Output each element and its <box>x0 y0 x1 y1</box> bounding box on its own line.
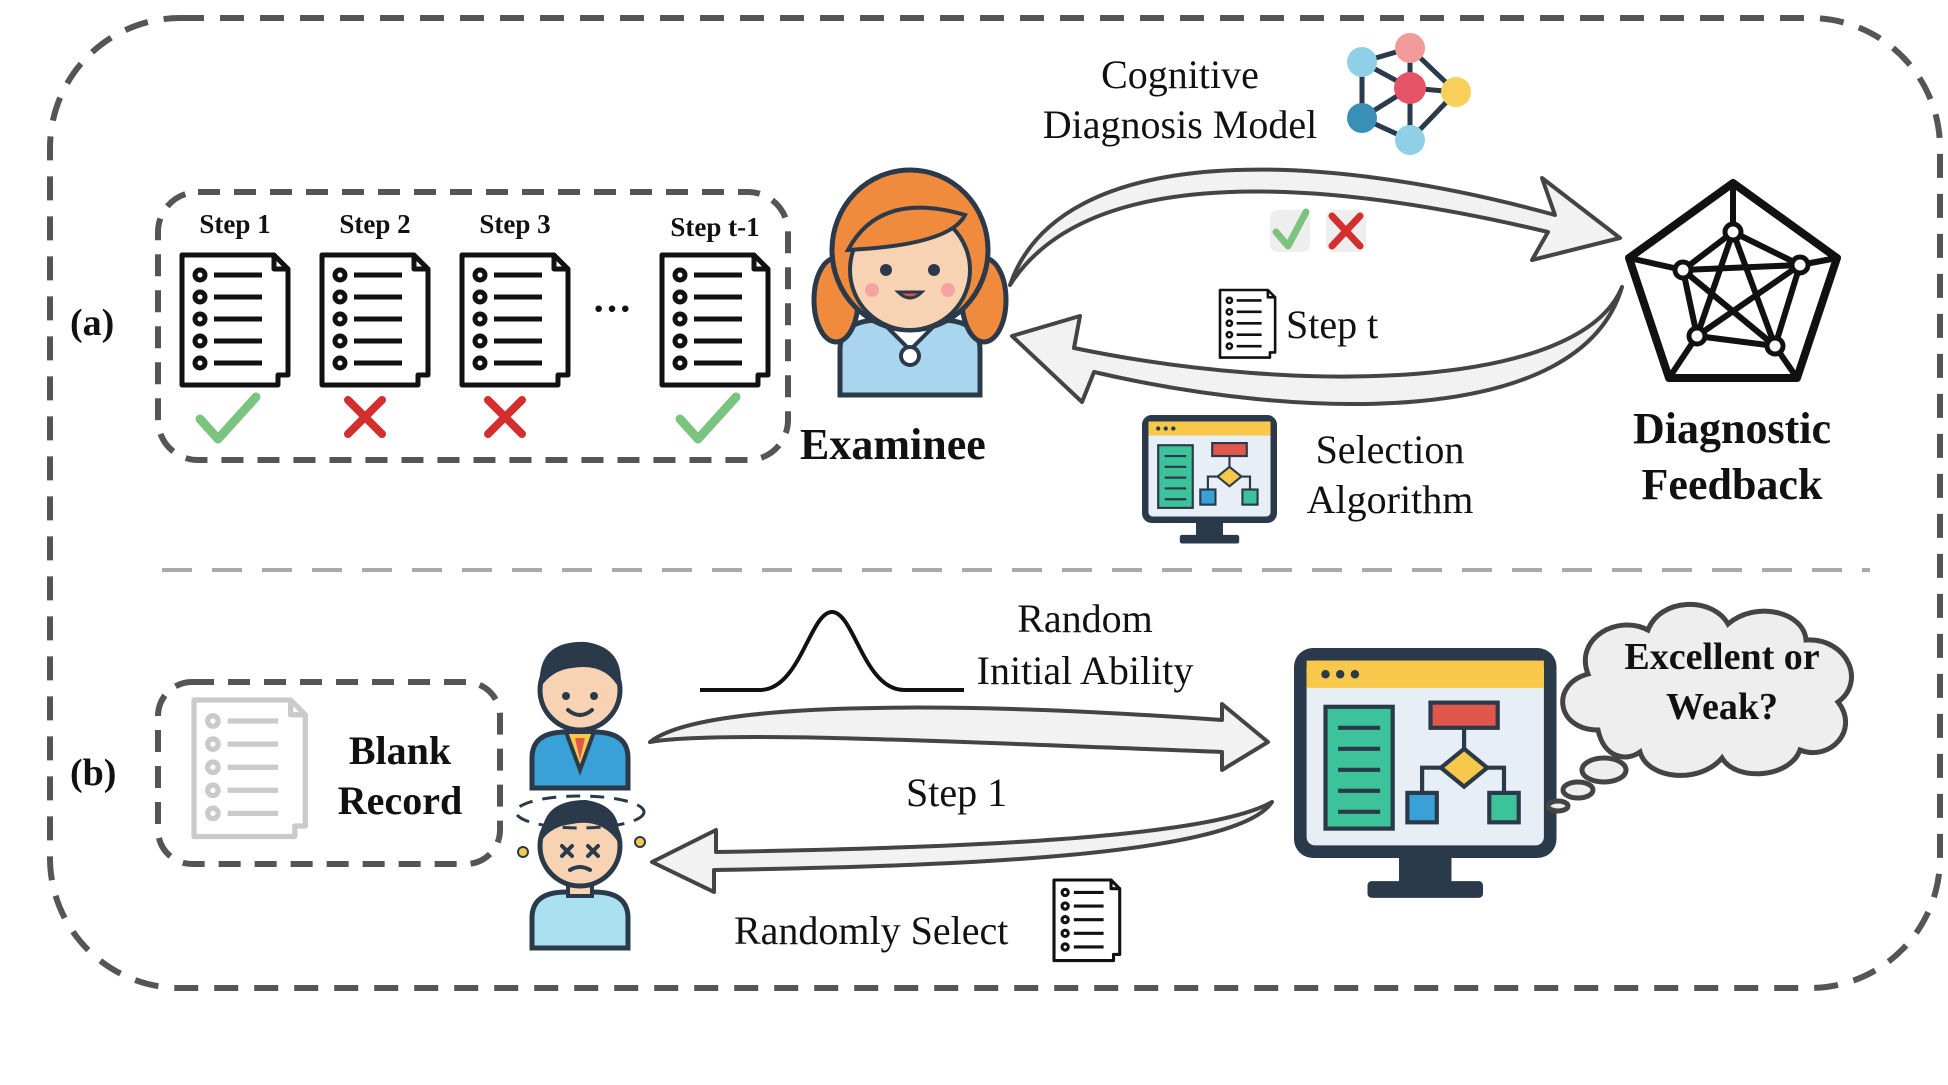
arrow-to-examinee <box>1010 285 1624 406</box>
adaptive-testing-system-icon <box>1294 648 1557 898</box>
model-label-line1: Cognitive <box>1101 52 1259 97</box>
algorithm-label-line2: Algorithm <box>1306 477 1474 522</box>
ability-label-line1: Random <box>1017 596 1153 641</box>
blank-record-box <box>155 679 503 867</box>
step-3-document-icon <box>462 255 568 385</box>
panel-a-label: (a) <box>70 302 115 344</box>
step-t-1-check-icon <box>680 397 736 439</box>
step-t-document-icon <box>1218 288 1277 359</box>
step-t-label: Step t <box>1286 302 1379 347</box>
examinee-label: Examinee <box>800 420 986 469</box>
mini-cross-icon <box>1328 212 1364 250</box>
arrow-to-feedback <box>1008 167 1622 287</box>
randomly-select-label: Randomly Select <box>734 908 1009 953</box>
step-1-arrow-label: Step 1 <box>906 770 1008 815</box>
confident-student-icon <box>529 641 631 791</box>
step-2-cross-icon <box>348 400 382 434</box>
arrow-to-system <box>648 702 1270 772</box>
feedback-label-line1: Diagnostic <box>1633 404 1831 453</box>
algorithm-label-line1: Selection <box>1315 427 1465 472</box>
ability-label-line2: Initial Ability <box>976 648 1194 693</box>
step-t-1-document-icon <box>662 255 768 385</box>
blank-document-icon <box>194 700 305 837</box>
thought-cloud-icon <box>1545 601 1854 814</box>
panel-b-label: (b) <box>70 752 117 794</box>
step-1-label: Step 1 <box>199 209 271 239</box>
bell-curve-icon <box>700 609 964 692</box>
step-1-document-icon <box>182 255 288 385</box>
selection-algorithm-monitor-icon <box>1140 413 1279 545</box>
mini-check-icon <box>1272 208 1310 250</box>
confused-student-icon <box>514 794 646 951</box>
thought-line2: Weak? <box>1666 686 1778 728</box>
thought-line1: Excellent or <box>1624 636 1820 678</box>
random-question-document-icon <box>1052 878 1122 963</box>
blank-record-line2: Record <box>337 778 463 823</box>
outer-border <box>47 15 1943 991</box>
step-1-check-icon <box>200 397 256 439</box>
step-2-label: Step 2 <box>339 209 411 239</box>
step-t-1-label: Step t-1 <box>670 212 760 242</box>
step-3-label: Step 3 <box>479 209 551 239</box>
radar-chart-icon <box>1625 179 1841 382</box>
model-label-line2: Diagnosis Model <box>1042 102 1318 147</box>
step-3-cross-icon <box>488 400 522 434</box>
examinee-avatar-icon <box>811 167 1009 398</box>
feedback-label-line2: Feedback <box>1641 460 1823 509</box>
ellipsis: ··· <box>592 286 633 331</box>
radar-chart-nodes <box>1672 221 1811 357</box>
arrow-to-students <box>650 800 1274 894</box>
step-2-document-icon <box>322 255 428 385</box>
network-model-icon <box>1347 33 1471 155</box>
blank-record-line1: Blank <box>348 728 452 773</box>
